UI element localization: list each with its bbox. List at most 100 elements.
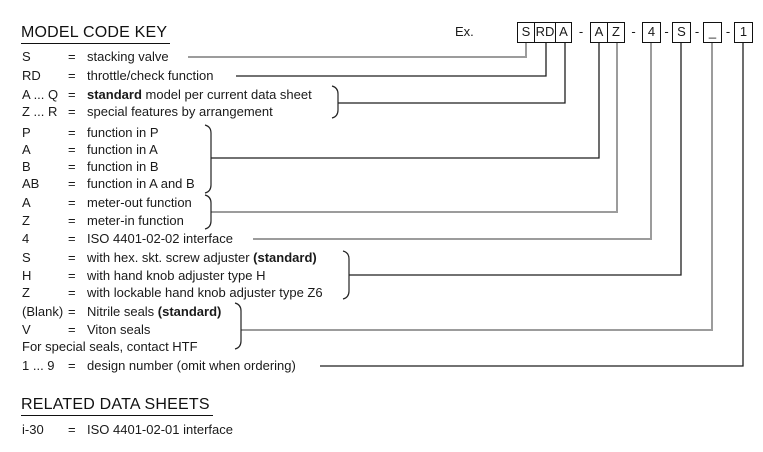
- key-row: A = meter-out function: [22, 194, 192, 211]
- key-row-code: H: [22, 268, 32, 283]
- equals-sign: =: [68, 422, 76, 437]
- example-label: Ex.: [455, 24, 474, 39]
- bracket-adjuster-group: [342, 250, 350, 300]
- dash-separator: -: [578, 24, 584, 39]
- bracket-function-group: [204, 124, 212, 194]
- bracket-standard-special: [331, 85, 339, 119]
- key-row-desc: meter-in function: [87, 213, 184, 228]
- key-row-code: 1 ... 9: [22, 358, 55, 373]
- bracket-meter-group: [204, 194, 212, 230]
- key-row-desc: throttle/check function: [87, 68, 214, 83]
- key-row-desc: function in A: [87, 142, 158, 157]
- equals-sign: =: [68, 87, 76, 102]
- code-box: S: [517, 22, 535, 43]
- dash-separator: -: [631, 24, 636, 39]
- key-row-code: A: [22, 142, 31, 157]
- key-row: i-30 = ISO 4401-02-01 interface: [22, 421, 233, 438]
- key-row-desc: ISO 4401-02-01 interface: [87, 422, 233, 437]
- key-row-code: B: [22, 159, 31, 174]
- dash-separator: -: [694, 24, 700, 39]
- key-row: 4=ISO 4401-02-02 interface: [22, 230, 233, 247]
- key-row-code: Z: [22, 213, 30, 228]
- connector-path-seals-group: [241, 43, 713, 331]
- equals-sign: =: [68, 322, 76, 337]
- equals-sign: =: [68, 285, 76, 300]
- code-box: 4: [642, 22, 661, 43]
- code-box: Z: [607, 22, 625, 43]
- equals-sign: =: [68, 250, 76, 265]
- key-row: S = stacking valve: [22, 48, 169, 65]
- connector-path-standard-model: [338, 43, 566, 104]
- key-row: 1 ... 9=design number (omit when orderin…: [22, 357, 296, 374]
- key-row: Z ... R = special features by arrangement: [22, 103, 273, 120]
- key-row: For special seals, contact HTF: [22, 338, 198, 355]
- key-row: (Blank) = Nitrile seals (standard): [22, 303, 221, 320]
- key-row-desc: function in B: [87, 159, 159, 174]
- key-row: A ... Q = standard model per current data …: [22, 86, 312, 103]
- key-row-desc: with hand knob adjuster type H: [87, 268, 266, 283]
- equals-sign: =: [68, 125, 76, 140]
- key-row-code: A: [22, 195, 31, 210]
- key-row-desc: ISO 4401-02-02 interface: [87, 231, 233, 246]
- connector-path-adjuster-group: [349, 43, 682, 276]
- page-title: MODEL CODE KEY: [21, 24, 171, 44]
- key-row-code: (Blank): [22, 304, 64, 319]
- bracket-seals-group: [234, 302, 242, 350]
- key-row-code: A ... Q: [22, 87, 59, 102]
- related-data-sheets-title: RELATED DATA SHEETS: [21, 396, 213, 416]
- equals-sign: =: [68, 268, 76, 283]
- equals-sign: =: [68, 104, 76, 119]
- key-row-code: S: [22, 250, 31, 265]
- dash-separator: -: [725, 24, 731, 39]
- key-row-code: P: [22, 125, 31, 140]
- key-row-desc: standard model per current data sheet: [87, 87, 312, 102]
- key-row: AB = function in A and B: [22, 175, 195, 192]
- key-row-desc: with hex. skt. screw adjuster (standard): [87, 250, 317, 265]
- key-row-desc: meter-out function: [87, 195, 192, 210]
- key-row-code: V: [22, 322, 31, 337]
- key-row-desc: special features by arrangement: [87, 104, 273, 119]
- key-row-code: Z ... R: [22, 104, 58, 119]
- key-row: S = with hex. skt. screw adjuster (standar…: [22, 249, 317, 266]
- equals-sign: =: [68, 231, 76, 246]
- key-row: A = function in A: [22, 141, 158, 158]
- equals-sign: =: [68, 159, 76, 174]
- equals-sign: =: [68, 213, 76, 228]
- code-box: RD: [534, 22, 556, 43]
- dash-separator: -: [664, 24, 669, 39]
- key-row-desc: Viton seals: [87, 322, 151, 337]
- equals-sign: =: [68, 49, 76, 64]
- code-box: _: [703, 22, 722, 43]
- connector-path-interface: [253, 43, 652, 240]
- key-row-code: Z: [22, 285, 30, 300]
- code-box: 1: [734, 22, 753, 43]
- key-row: Z = with lockable hand knob adjuster type …: [22, 284, 323, 301]
- key-row: V = Viton seals: [22, 321, 150, 338]
- code-box: A: [555, 22, 572, 43]
- equals-sign: =: [68, 142, 76, 157]
- code-box: A: [590, 22, 608, 43]
- code-box: S: [672, 22, 691, 43]
- equals-sign: =: [68, 304, 76, 319]
- key-row-desc: function in A and B: [87, 176, 195, 191]
- key-row-desc: function in P: [87, 125, 159, 140]
- key-row-desc: Nitrile seals (standard): [87, 304, 222, 319]
- connector-path-meter-group: [211, 43, 618, 213]
- equals-sign: =: [68, 176, 76, 191]
- key-row: RD=throttle/check function: [22, 67, 213, 84]
- key-row-desc: design number (omit when ordering): [87, 358, 296, 373]
- key-row-desc: stacking valve: [87, 49, 169, 64]
- key-row: H = with hand knob adjuster type H: [22, 267, 266, 284]
- key-row-code: i-30: [22, 422, 44, 437]
- connector-path-stacking-valve: [188, 43, 527, 58]
- key-row-desc: For special seals, contact HTF: [22, 339, 198, 354]
- key-row-desc: with lockable hand knob adjuster type Z6: [87, 285, 323, 300]
- equals-sign: =: [68, 68, 76, 83]
- key-row: B = function in B: [22, 158, 159, 175]
- connector-path-function-group: [211, 43, 600, 159]
- equals-sign: =: [68, 195, 76, 210]
- key-row-code: S: [22, 49, 31, 64]
- key-row-code: AB: [22, 176, 40, 191]
